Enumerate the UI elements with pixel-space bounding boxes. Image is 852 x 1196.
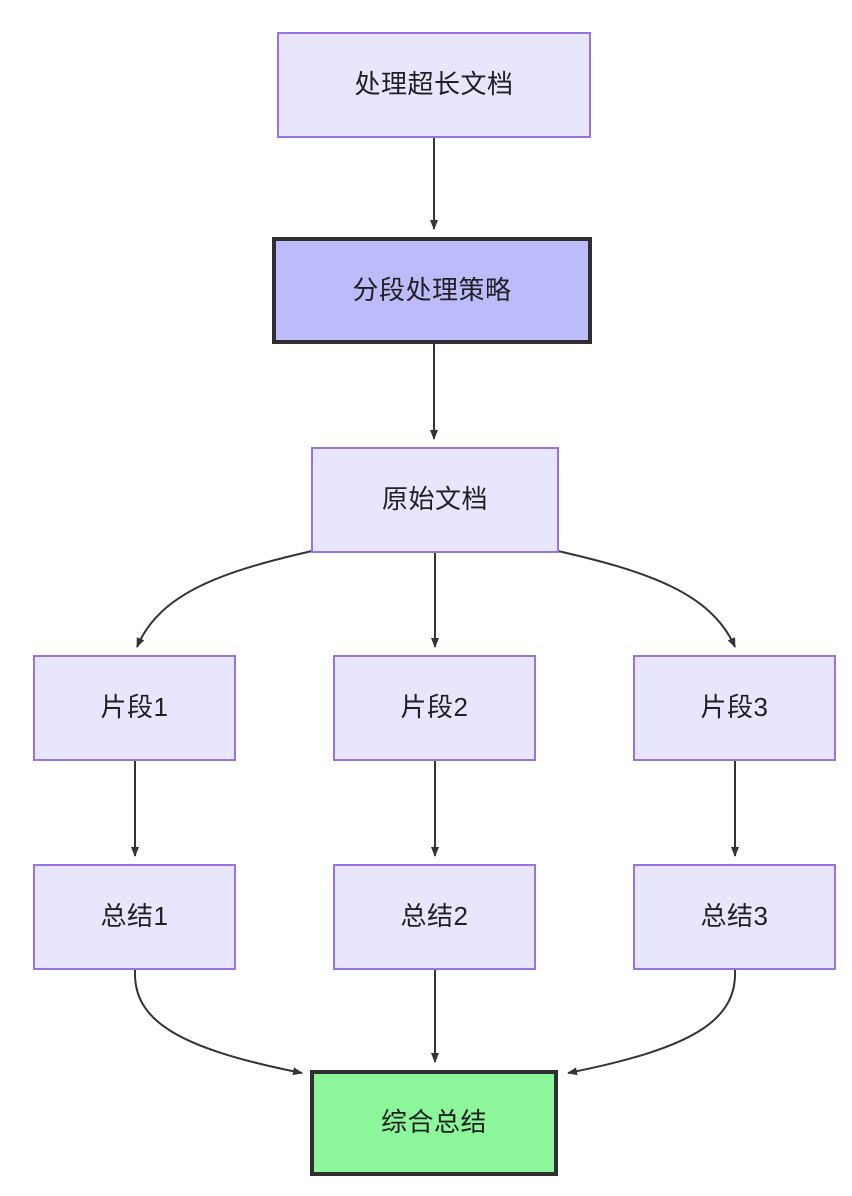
node-process-long-document[interactable]: 处理超长文档 xyxy=(277,32,591,138)
edge-summary1-to-final xyxy=(133,969,303,1076)
node-label: 片段1 xyxy=(100,692,169,723)
node-label: 综合总结 xyxy=(380,1107,487,1138)
node-label: 分段处理策略 xyxy=(352,274,512,305)
node-chunk-1[interactable]: 片段1 xyxy=(33,655,236,761)
node-chunk-3[interactable]: 片段3 xyxy=(633,655,836,761)
node-label: 总结2 xyxy=(400,901,469,932)
node-summary-3[interactable]: 总结3 xyxy=(633,864,836,970)
node-label: 总结1 xyxy=(100,901,169,932)
node-label: 片段3 xyxy=(700,692,769,723)
node-label: 片段2 xyxy=(400,692,469,723)
node-chunking-strategy[interactable]: 分段处理策略 xyxy=(272,237,592,344)
node-label: 原始文档 xyxy=(381,484,488,515)
node-label: 总结3 xyxy=(700,901,769,932)
edge-source-to-chunk3 xyxy=(557,550,736,648)
node-final-summary[interactable]: 综合总结 xyxy=(310,1070,558,1176)
node-summary-2[interactable]: 总结2 xyxy=(333,864,536,970)
node-source-document[interactable]: 原始文档 xyxy=(311,447,559,553)
node-label: 处理超长文档 xyxy=(354,69,514,100)
node-chunk-2[interactable]: 片段2 xyxy=(333,655,536,761)
edge-summary3-to-final xyxy=(567,969,737,1076)
node-summary-1[interactable]: 总结1 xyxy=(33,864,236,970)
edge-source-to-chunk1 xyxy=(136,550,313,648)
